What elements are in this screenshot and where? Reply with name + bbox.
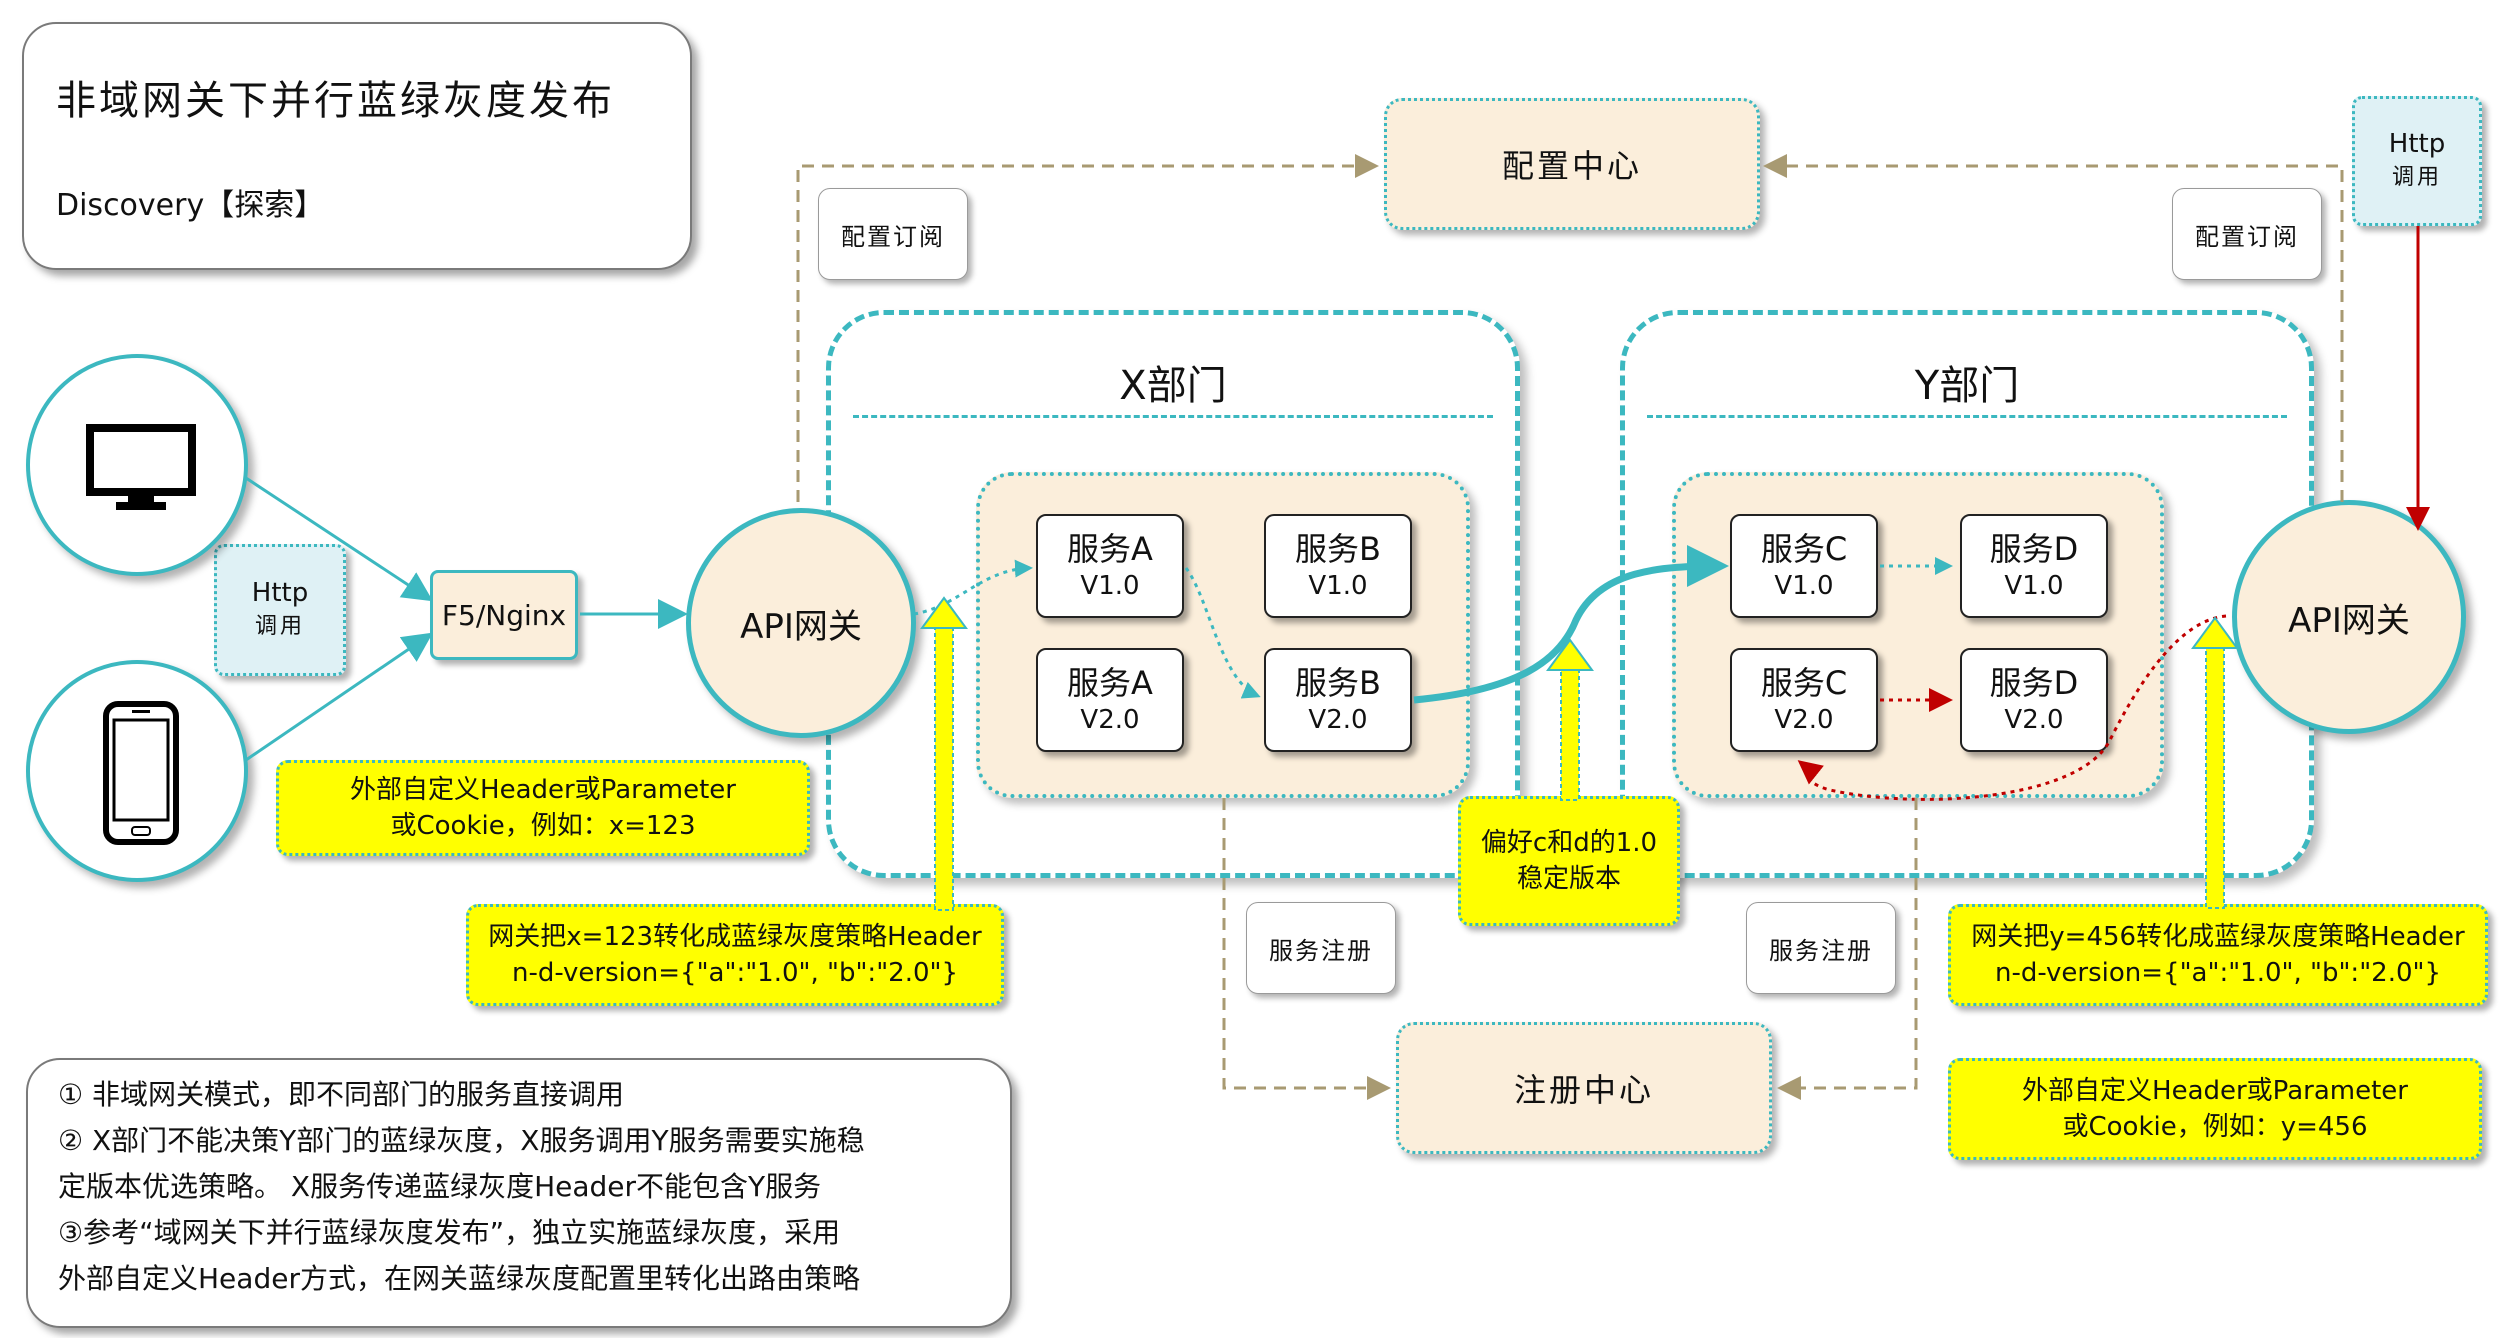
config-subscribe-left-line [796,154,1379,502]
http-call-left: Http 调用 [214,544,346,676]
dept-x-title: X部门 [1119,363,1227,409]
config-center: 配置中心 [1384,98,1760,230]
notes-card: ① 非域网关模式，即不同部门的服务直接调用 ② X部门不能决策Y部门的蓝绿灰度，… [26,1058,1012,1328]
service-register-left-line [1222,798,1391,1100]
note-external-header-y-line2: 或Cookie，例如：y=456 [2062,1112,2368,1142]
note-gateway-convert-y-line2: n-d-version={"a":"1.0", "b":"2.0"} [1995,958,2441,988]
smartphone-icon [103,701,179,845]
registry-center: 注册中心 [1396,1022,1772,1154]
header-injection-arrow-center [1546,638,1594,801]
service-a-v1-name: 服务A [1067,530,1153,568]
note-prefer-stable-line1: 偏好c和d的1.0 [1480,828,1658,858]
service-c-v2: 服务C V2.0 [1730,648,1878,752]
service-a-v1-to-b-v2-arrow [1184,567,1261,699]
service-b-v2-name: 服务B [1295,664,1381,702]
note-external-header-x-line2: 或Cookie，例如：x=123 [390,811,696,841]
http-call-left-line1: Http [251,578,309,608]
service-d-v2-version: V2.0 [2004,705,2064,735]
title-card [22,22,692,270]
service-d-v1-version: V1.0 [2004,571,2064,601]
service-d-v1: 服务D V1.0 [1960,514,2108,618]
service-b-v2-version: V2.0 [1308,705,1368,735]
config-subscribe-left: 配置订阅 [818,188,968,280]
note-prefer-stable-line2: 稳定版本 [1516,864,1621,894]
config-subscribe-right-line [1763,154,2344,502]
monitor-icon [86,424,196,510]
service-register-right-line [1777,798,1918,1100]
note-external-header-x-line1: 外部自定义Header或Parameter [350,775,736,805]
page-subtitle: Discovery【探索】 [56,188,325,223]
note-line-2: ② X部门不能决策Y部门的蓝绿灰度，X服务调用Y服务需要实施稳 [58,1124,865,1157]
service-b-v1: 服务B V1.0 [1264,514,1412,618]
note-external-header-y: 外部自定义Header或Parameter 或Cookie，例如：y=456 [1948,1058,2482,1160]
desktop-to-f5-arrow [245,476,434,602]
note-gateway-convert-y-line1: 网关把y=456转化成蓝绿灰度策略Header [1971,922,2465,952]
service-b-v1-name: 服务B [1295,530,1381,568]
service-a-v1: 服务A V1.0 [1036,514,1184,618]
note-gateway-convert-x-line2: n-d-version={"a":"1.0", "b":"2.0"} [512,958,958,988]
f5-nginx-node: F5/Nginx [430,570,578,660]
note-external-header-x: 外部自定义Header或Parameter 或Cookie，例如：x=123 [276,760,810,856]
api-gateway-right: API网关 [2232,500,2466,734]
note-line-3: 定版本优选策略。 X服务传递蓝绿灰度Header不能包含Y服务 [58,1170,822,1203]
page-title: 非域网关下并行蓝绿灰度发布 [56,78,615,124]
service-b-v2-to-c-v1-arrow [1413,545,1729,704]
service-c-v2-version: V2.0 [1774,705,1834,735]
mobile-client [26,660,248,882]
gateway-y-to-service-c-v2-arrow [1797,614,2227,801]
http-call-right-line2: 调用 [2391,165,2442,190]
header-injection-arrow-x [920,596,968,911]
note-gateway-convert-x: 网关把x=123转化成蓝绿灰度策略Header n-d-version={"a"… [466,904,1004,1006]
note-prefer-stable: 偏好c和d的1.0 稳定版本 [1458,796,1680,926]
note-line-1: ① 非域网关模式，即不同部门的服务直接调用 [58,1078,625,1111]
http-call-right: Http 调用 [2352,96,2482,226]
service-a-v2-version: V2.0 [1080,705,1140,735]
dept-y-title: Y部门 [1914,363,2020,409]
gateway-to-service-a-v1-arrow [913,559,1033,616]
dept-y-divider [1647,415,2287,418]
note-line-5: 外部自定义Header方式，在网关蓝绿灰度配置里转化出路由策略 [58,1262,860,1295]
note-gateway-convert-y: 网关把y=456转化成蓝绿灰度策略Header n-d-version={"a"… [1948,904,2488,1006]
service-d-v2: 服务D V2.0 [1960,648,2108,752]
http-call-left-line2: 调用 [254,614,305,639]
service-c-v1-name: 服务C [1760,530,1848,568]
api-gateway-left: API网关 [686,508,916,738]
service-b-v1-version: V1.0 [1308,571,1368,601]
mobile-to-f5-arrow [245,632,433,762]
service-d-v2-name: 服务D [1989,664,2079,702]
desktop-client [26,354,248,576]
http-call-right-line1: Http [2388,129,2446,159]
note-gateway-convert-x-line1: 网关把x=123转化成蓝绿灰度策略Header [488,922,982,952]
service-b-v2: 服务B V2.0 [1264,648,1412,752]
service-c-v1: 服务C V1.0 [1730,514,1878,618]
service-a-v2: 服务A V2.0 [1036,648,1184,752]
header-injection-arrow-y [2191,616,2239,909]
note-external-header-y-line1: 外部自定义Header或Parameter [2022,1076,2408,1106]
service-register-right: 服务注册 [1746,902,1896,994]
service-a-v2-name: 服务A [1067,664,1153,702]
config-subscribe-right: 配置订阅 [2172,188,2322,280]
service-c-v1-version: V1.0 [1774,571,1834,601]
note-line-4: ③参考“域网关下并行蓝绿灰度发布”，独立实施蓝绿灰度，采用 [58,1216,841,1249]
service-c-v2-name: 服务C [1760,664,1848,702]
service-register-left: 服务注册 [1246,902,1396,994]
dept-x-divider [853,415,1493,418]
service-d-v1-name: 服务D [1989,530,2079,568]
service-a-v1-version: V1.0 [1080,571,1140,601]
